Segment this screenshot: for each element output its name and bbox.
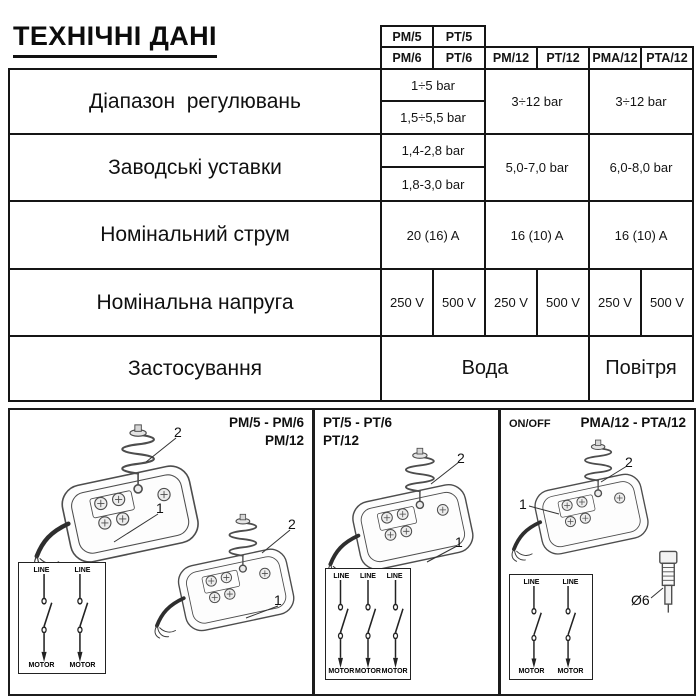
cell-factory-c2: 5,0-7,0 bar	[484, 133, 590, 202]
cell-factory-c1-bottom: 1,8-3,0 bar	[380, 166, 486, 202]
wiring-motor-labels: MOTOR MOTOR	[28, 662, 96, 669]
col-header-pt5: PT/5	[432, 25, 486, 48]
callout-2: 2	[625, 454, 633, 470]
cell-application-air: Повітря	[588, 335, 694, 402]
cell-range-c3: 3÷12 bar	[588, 68, 694, 135]
row-label-application: Застосування	[8, 335, 382, 402]
col-header-pt12: PT/12	[536, 46, 590, 70]
connector-detail-drawing	[659, 550, 678, 614]
on-off-label: ON/OFF	[509, 418, 551, 430]
row-label-range: Діапазон регулювань	[8, 68, 382, 135]
col-header-pm5: PM/5	[380, 25, 434, 48]
cell-application-water: Вода	[380, 335, 590, 402]
cell-voltage-3: 250 V	[484, 268, 538, 337]
cell-current-c3: 16 (10) A	[588, 200, 694, 270]
cell-range-c2: 3÷12 bar	[484, 68, 590, 135]
col-header-pta12: PTA/12	[640, 46, 694, 70]
panel-pma-pta-models: ON/OFF PMA/12 - PTA/12 2 1 Ø6 LINE LINE …	[499, 408, 696, 696]
diameter-label: Ø6	[631, 592, 650, 608]
cell-range-c1-top: 1÷5 bar	[380, 68, 486, 102]
wiring-motor-labels: MOTOR MOTOR	[518, 668, 584, 675]
cell-factory-c1-top: 1,4-2,8 bar	[380, 133, 486, 168]
switch-symbols	[337, 580, 404, 668]
col-header-pm6: PM/6	[380, 46, 434, 70]
pressure-switch-drawing	[326, 446, 478, 580]
callout-1: 1	[455, 534, 463, 550]
panel-pt-models: PT/5 - PT/6 PT/12 2 1 LINE LINE LINE	[313, 408, 500, 696]
cell-voltage-6: 500 V	[640, 268, 694, 337]
pressure-switch-drawing	[510, 438, 653, 564]
wiring-diagram: LINE LINE MOTOR MOTOR	[509, 574, 593, 680]
cell-current-c2: 16 (10) A	[484, 200, 590, 270]
wiring-line-labels: LINE LINE	[523, 579, 579, 586]
row-label-current: Номінальний струм	[8, 200, 382, 270]
callout-1: 1	[519, 496, 527, 512]
callout-2: 2	[457, 450, 465, 466]
page-title: ТЕХНІЧНІ ДАНІ	[13, 21, 217, 58]
callout-1: 1	[274, 592, 282, 608]
wiring-line-labels: LINE LINE	[33, 567, 91, 574]
panel-pma-title: PMA/12 - PTA/12	[580, 415, 686, 430]
wiring-diagram: LINE LINE LINE MOTOR MOTOR MOTOR	[325, 568, 411, 680]
empty-header-area	[485, 26, 693, 47]
col-header-pma12: PMA/12	[588, 46, 642, 70]
cell-voltage-2: 500 V	[432, 268, 486, 337]
col-header-pm12: PM/12	[484, 46, 538, 70]
callout-1: 1	[156, 500, 164, 516]
spec-table: PM/5 PT/5 PM/6 PT/6 PM/12 PT/12 PMA/12 P…	[8, 25, 694, 402]
wiring-line-labels: LINE LINE LINE	[333, 573, 403, 580]
panel-pt-title: PT/5 - PT/6 PT/12	[323, 415, 393, 448]
panel-pm-title: PM/5 - PM/6 PM/12	[228, 415, 304, 448]
row-label-voltage: Номінальна напруга	[8, 268, 382, 337]
cell-factory-c3: 6,0-8,0 bar	[588, 133, 694, 202]
cell-voltage-1: 250 V	[380, 268, 434, 337]
cell-voltage-4: 500 V	[536, 268, 590, 337]
panel-pm-models: PM/5 - PM/6 PM/12 2 1 2 1 LINE LINE MOTO…	[8, 408, 314, 696]
cell-current-c1: 20 (16) A	[380, 200, 486, 270]
cell-range-c1-bottom: 1,5÷5,5 bar	[380, 100, 486, 135]
callout-2: 2	[174, 424, 182, 440]
wiring-motor-labels: MOTOR MOTOR MOTOR	[328, 668, 408, 675]
switch-symbols	[531, 586, 577, 668]
callout-2: 2	[288, 516, 296, 532]
wiring-diagram: LINE LINE MOTOR MOTOR	[18, 562, 106, 674]
switch-symbols	[41, 574, 89, 662]
cell-voltage-5: 250 V	[588, 268, 642, 337]
col-header-pt6: PT/6	[432, 46, 486, 70]
row-label-factory: Заводські уставки	[8, 133, 382, 202]
